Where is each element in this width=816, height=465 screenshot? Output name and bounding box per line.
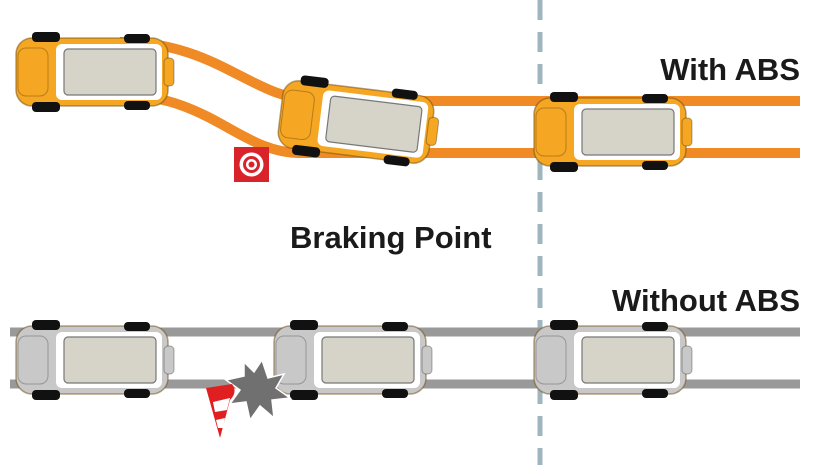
no-abs-car-1 xyxy=(15,319,175,401)
without-abs-label: Without ABS xyxy=(612,283,800,318)
no-abs-car-3 xyxy=(533,319,693,401)
traffic-cone-icon xyxy=(206,384,235,438)
collision-burst-icon xyxy=(224,358,293,422)
target-icon xyxy=(234,147,269,182)
no-abs-car-2 xyxy=(273,319,433,401)
abs-car-3 xyxy=(533,91,693,173)
abs-car-1 xyxy=(15,31,175,113)
braking-point-label: Braking Point xyxy=(290,220,492,255)
with-abs-label: With ABS xyxy=(660,52,800,87)
